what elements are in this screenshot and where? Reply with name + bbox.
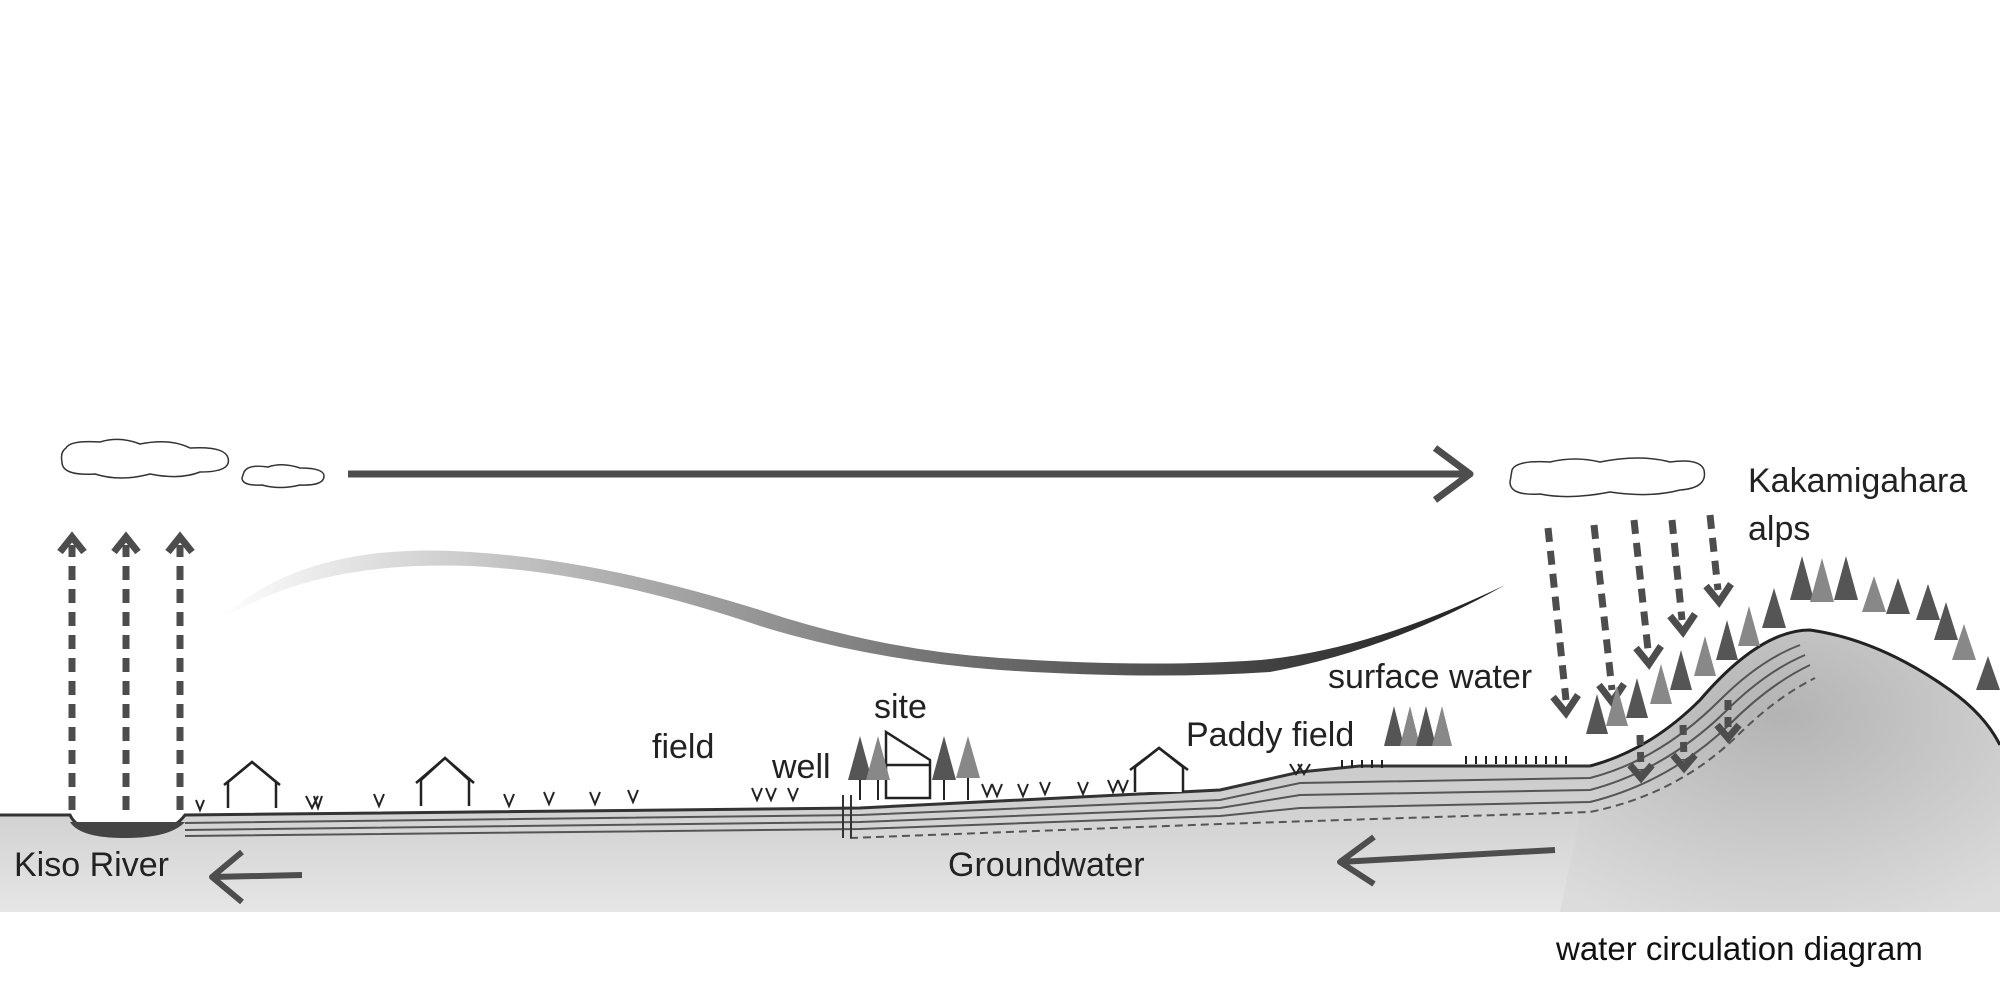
groundwater-flow-arrow: [1337, 834, 1556, 887]
river-flow-arrow: [209, 849, 303, 905]
label-kakamigahara: Kakamigahara: [1748, 462, 1967, 500]
evaporation-arrows: [57, 531, 195, 810]
cloud-left-small: [241, 464, 325, 489]
kiso-river-channel: [70, 822, 185, 838]
house-icon: [415, 756, 475, 806]
mountain-outline: [1589, 628, 2000, 768]
house-icon: [1129, 746, 1189, 792]
rain-arrows: [1544, 514, 1742, 784]
trees-mountain: [1586, 556, 2000, 734]
label-alps: alps: [1748, 510, 1810, 548]
paddy-stubs: [1341, 756, 1567, 768]
ground-layer: [0, 630, 2000, 912]
wind-swoosh: [215, 550, 1505, 676]
label-well: well: [771, 748, 831, 786]
cloud-left-large: [60, 438, 230, 479]
grass-tufts: [195, 763, 1311, 813]
label-groundwater: Groundwater: [948, 846, 1145, 884]
trees-site: [848, 736, 980, 800]
groundwater-strata: [184, 644, 1816, 839]
cloud-drift-arrow: [348, 445, 1474, 503]
trees-paddy: [1384, 706, 1452, 746]
label-kiso-river: Kiso River: [14, 846, 169, 884]
diagram-caption: water circulation diagram: [1555, 930, 1923, 967]
label-site: site: [874, 688, 927, 726]
house-icon: [223, 760, 281, 808]
label-field: field: [652, 728, 714, 766]
cloud-right: [1509, 457, 1706, 498]
label-paddy-field: Paddy field: [1186, 716, 1354, 754]
site-building-icon: [884, 729, 932, 800]
mountain-hill: [1560, 630, 2000, 912]
well-pipe: [842, 795, 852, 838]
label-surface-water: surface water: [1328, 658, 1532, 696]
